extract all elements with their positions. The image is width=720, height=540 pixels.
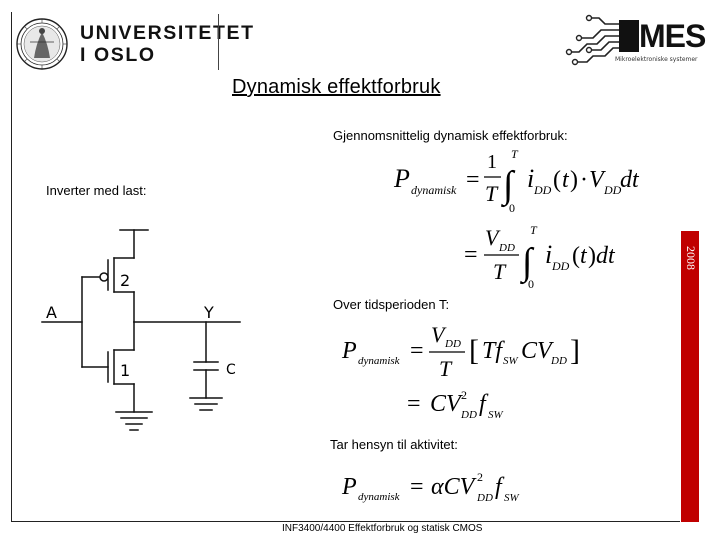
svg-text:V: V <box>589 167 606 193</box>
formula-with-activity: P dynamisk = αCV 2 DD f SW <box>341 470 520 504</box>
svg-text:]: ] <box>570 334 580 367</box>
svg-text:CV: CV <box>430 391 463 417</box>
svg-text:[: [ <box>469 334 479 367</box>
svg-text:=: = <box>464 242 478 268</box>
svg-text:P: P <box>341 474 357 500</box>
svg-text:): ) <box>588 243 596 269</box>
capacitor-label: C <box>226 362 236 378</box>
svg-text:T: T <box>485 181 499 206</box>
mes-logo: MES Mikroelektroniske systemer <box>565 14 706 72</box>
label-inverter: Inverter med last: <box>46 183 147 198</box>
svg-text:dt: dt <box>596 243 616 269</box>
svg-text:f: f <box>479 391 489 417</box>
slide-footer: INF3400/4400 Effektforbruk og statisk CM… <box>282 523 483 534</box>
svg-text:SW: SW <box>488 409 504 421</box>
svg-text:V: V <box>431 322 447 347</box>
svg-text:dynamisk: dynamisk <box>411 183 457 197</box>
label-over-period: Over tidsperioden T: <box>333 297 450 312</box>
svg-text:1: 1 <box>487 151 497 173</box>
circuit-input-label: A <box>46 303 57 322</box>
svg-text:f: f <box>495 474 505 500</box>
svg-text:P: P <box>393 164 410 193</box>
svg-text:αCV: αCV <box>431 474 477 500</box>
svg-text:=: = <box>466 167 480 193</box>
svg-text:DD: DD <box>460 409 477 421</box>
svg-text:2: 2 <box>477 470 483 484</box>
svg-text:(: ( <box>572 243 580 269</box>
svg-text:t: t <box>580 243 588 269</box>
svg-text:dynamisk: dynamisk <box>358 491 401 503</box>
svg-text:0: 0 <box>528 277 534 291</box>
formula-result: = CV 2 DD f SW <box>407 388 504 421</box>
svg-text:DD: DD <box>444 338 461 350</box>
svg-text:T: T <box>439 356 453 381</box>
inverter-circuit-diagram: A Y 2 1 C <box>41 229 241 431</box>
university-name: UNIVERSITETET I OSLO <box>80 22 255 66</box>
svg-text:=: = <box>410 474 424 500</box>
circuit-output-label: Y <box>203 303 214 322</box>
svg-text:DD: DD <box>551 259 570 273</box>
label-average-power: Gjennomsnittelig dynamisk effektforbruk: <box>333 128 568 143</box>
svg-text:0: 0 <box>509 201 515 215</box>
mes-logo-subtitle: Mikroelektroniske systemer <box>615 56 698 63</box>
university-seal-icon <box>16 18 68 70</box>
svg-text:P: P <box>341 338 357 364</box>
university-name-line2: I OSLO <box>80 44 156 66</box>
logo-divider <box>218 14 219 70</box>
svg-text:DD: DD <box>498 242 515 254</box>
formula-average-power: P dynamisk = 1 T ∫ T 0 i DD ( t ) · V DD… <box>393 147 640 215</box>
year-bar <box>681 231 699 522</box>
svg-text:SW: SW <box>503 355 519 367</box>
slide-frame-left <box>11 12 12 522</box>
university-name-line1: UNIVERSITETET <box>80 22 255 44</box>
svg-text:(: ( <box>553 167 561 193</box>
svg-text:dt: dt <box>620 167 640 193</box>
formula-over-period: P dynamisk = V DD T [ Tf SW CV DD ] <box>341 322 580 381</box>
pmos-size-label: 2 <box>120 271 130 290</box>
slide-title: Dynamisk effektforbruk <box>232 76 441 98</box>
formula-simplified: = V DD T ∫ T 0 i DD ( t ) dt <box>464 223 616 291</box>
svg-text:i: i <box>527 164 534 193</box>
svg-text:·: · <box>580 167 588 193</box>
svg-text:Tf: Tf <box>482 338 505 364</box>
svg-text:CV: CV <box>521 338 554 364</box>
svg-text:∫: ∫ <box>501 164 516 208</box>
svg-text:=: = <box>410 338 424 364</box>
svg-text:V: V <box>485 225 501 250</box>
circuit-chip-icon <box>565 14 639 66</box>
svg-text:DD: DD <box>550 355 567 367</box>
svg-text:T: T <box>530 223 538 237</box>
mes-logo-text: MES <box>639 18 706 54</box>
university-logo: UNIVERSITETET I OSLO <box>14 14 253 71</box>
svg-text:=: = <box>407 391 421 417</box>
svg-text:2: 2 <box>461 388 467 402</box>
label-activity: Tar hensyn til aktivitet: <box>330 437 458 452</box>
svg-text:∫: ∫ <box>520 241 535 285</box>
svg-text:i: i <box>545 240 552 269</box>
svg-text:DD: DD <box>533 183 552 197</box>
slide-frame-bottom <box>11 521 680 522</box>
svg-text:DD: DD <box>603 183 622 197</box>
svg-text:T: T <box>493 259 507 284</box>
svg-text:): ) <box>570 167 578 193</box>
svg-text:t: t <box>562 167 570 193</box>
svg-text:SW: SW <box>504 492 520 504</box>
svg-text:T: T <box>511 147 519 161</box>
svg-text:dynamisk: dynamisk <box>358 355 401 367</box>
svg-text:DD: DD <box>476 492 493 504</box>
nmos-size-label: 1 <box>120 361 130 380</box>
year-label: 2008 <box>684 246 698 270</box>
